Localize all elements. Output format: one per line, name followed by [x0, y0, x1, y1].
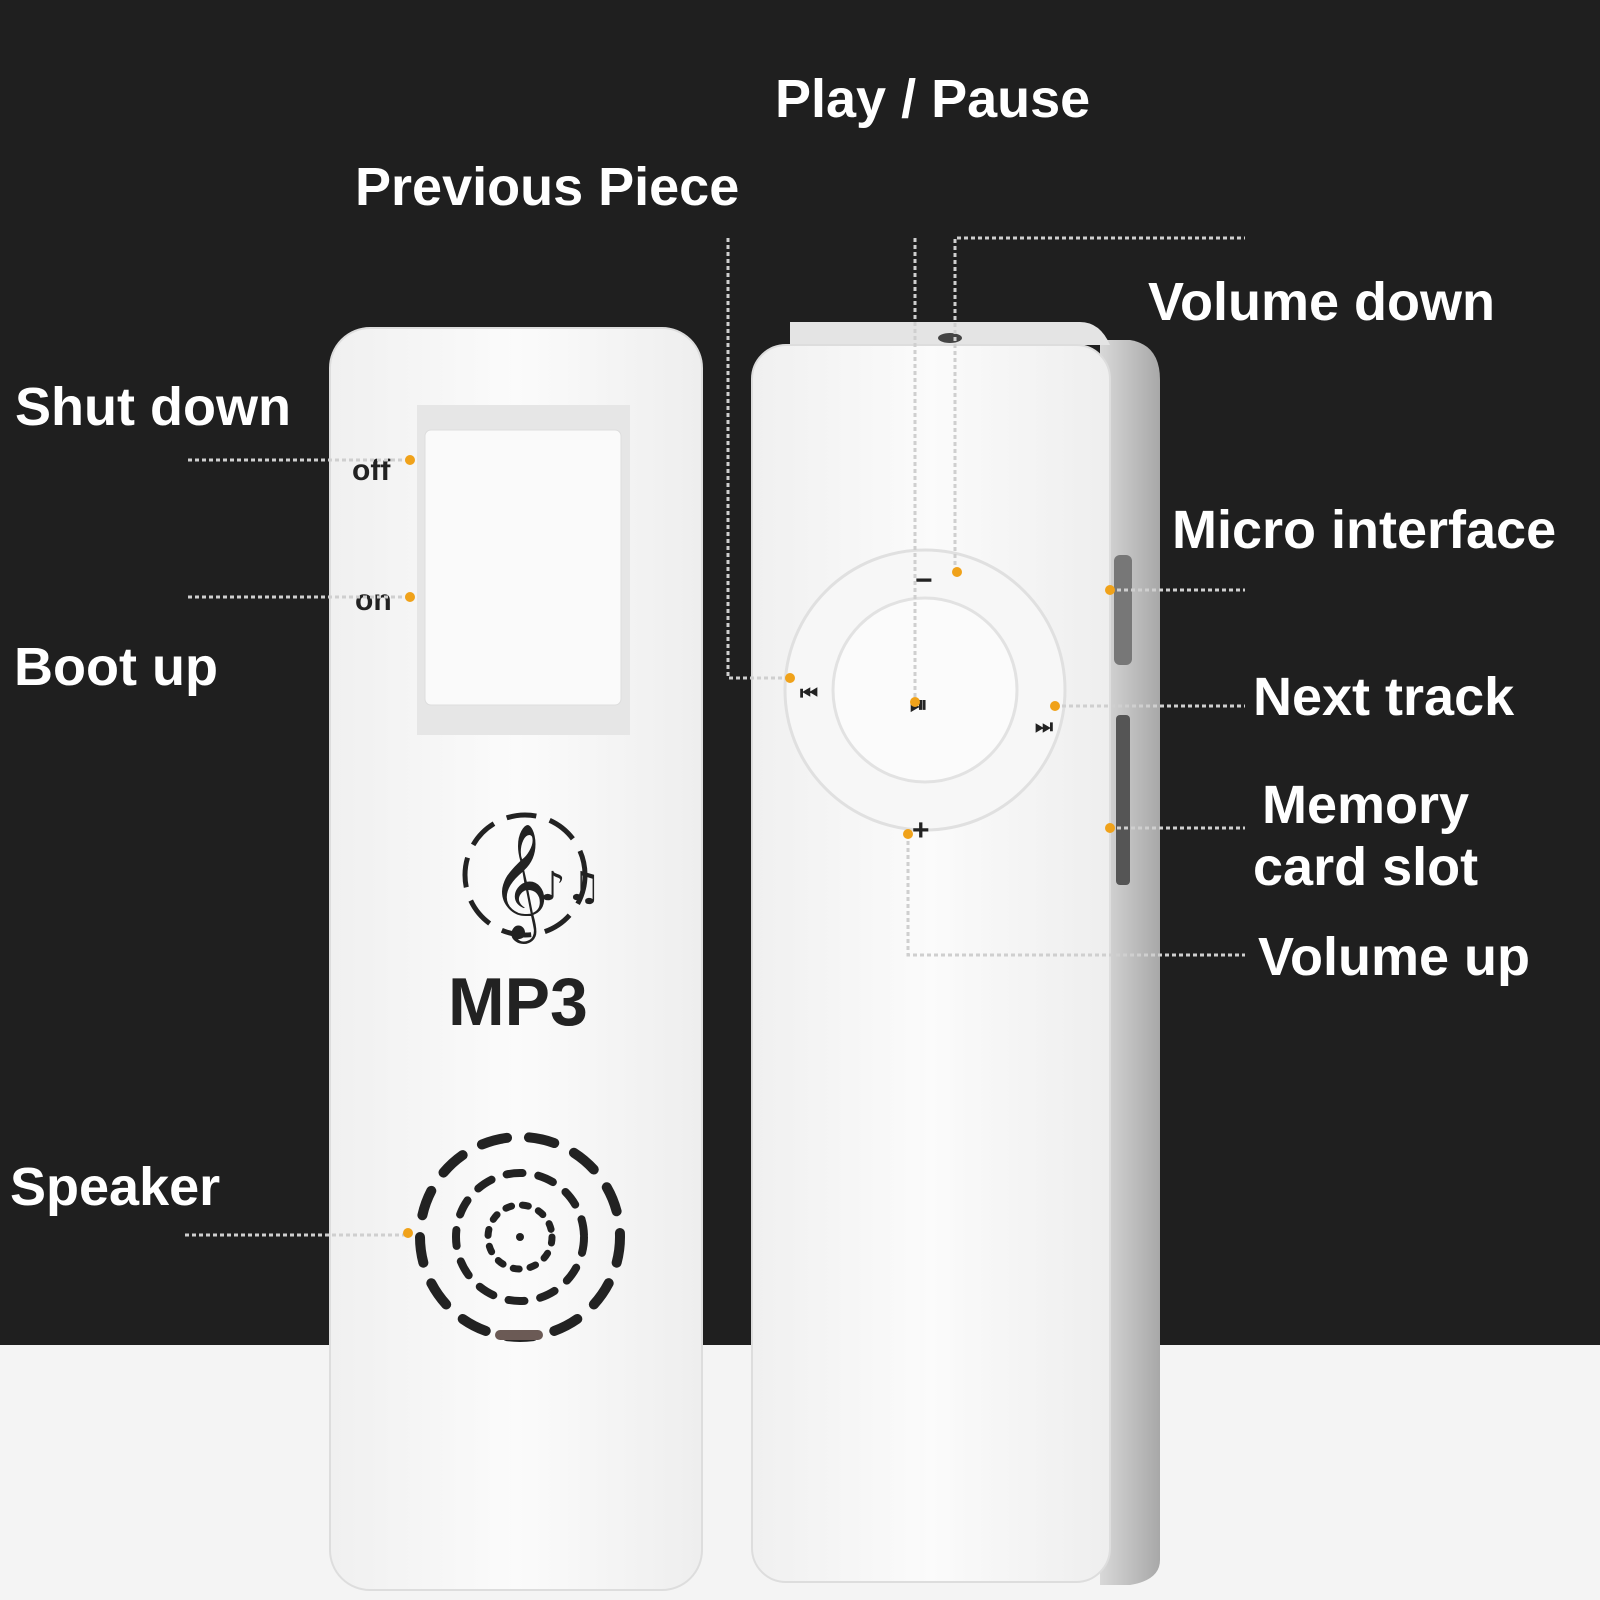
- previous-icon[interactable]: ⏮: [800, 683, 818, 705]
- label-micro-interface: Micro interface: [1172, 500, 1556, 560]
- play-pause-button[interactable]: [831, 596, 1019, 784]
- power-slider-knob[interactable]: [424, 429, 622, 706]
- label-shut-down: Shut down: [15, 377, 291, 437]
- label-boot-up: Boot up: [14, 637, 218, 697]
- svg-text:♪♫: ♪♫: [540, 864, 601, 910]
- mp3-logo-text: MP3: [448, 964, 588, 1040]
- svg-text:𝄞: 𝄞: [490, 822, 549, 944]
- music-note-icon: 𝄞 ♪♫: [462, 812, 601, 944]
- right-device: − + ⏯ ⏮ ⏭: [751, 322, 1160, 1585]
- on-label: on: [355, 584, 392, 617]
- label-memory-card-slot-line1: Memory: [1262, 775, 1469, 835]
- callout-dots: [403, 455, 1115, 1238]
- micro-usb-port: [1114, 555, 1132, 665]
- label-next-track: Next track: [1253, 667, 1515, 727]
- label-speaker: Speaker: [10, 1157, 220, 1217]
- label-play-pause: Play / Pause: [775, 69, 1090, 129]
- label-volume-down: Volume down: [1148, 272, 1495, 332]
- left-device-front: off on 𝄞 ♪♫ MP3: [329, 327, 703, 1591]
- leader-lines: [185, 236, 1245, 1237]
- volume-down-button[interactable]: −: [915, 564, 933, 597]
- label-previous-piece: Previous Piece: [355, 157, 739, 217]
- next-icon[interactable]: ⏭: [1035, 716, 1053, 738]
- label-memory-card-slot-line2: card slot: [1253, 837, 1478, 897]
- volume-up-button[interactable]: +: [912, 814, 930, 847]
- label-volume-up: Volume up: [1258, 927, 1530, 987]
- mic-hole: [495, 1330, 543, 1340]
- headphone-jack: [938, 333, 962, 343]
- memory-card-slot: [1116, 715, 1130, 885]
